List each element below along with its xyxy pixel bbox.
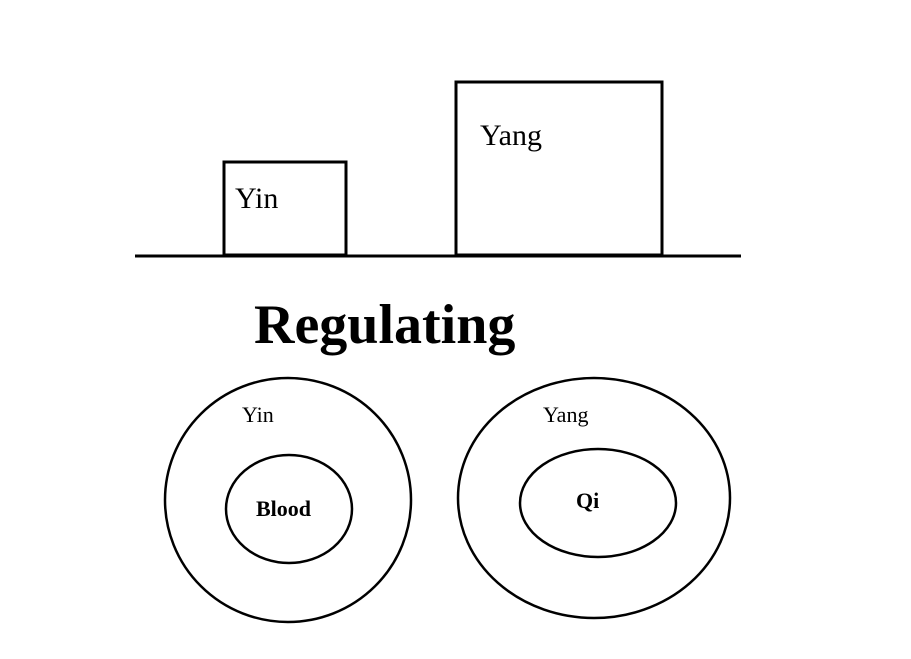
- yin-outer-label: Yin: [242, 402, 274, 427]
- blood-label: Blood: [256, 496, 311, 521]
- yang-box: [454, 80, 664, 257]
- yin-box: [222, 160, 348, 257]
- yin-outer-circle: [163, 376, 413, 624]
- qi-inner-circle: [518, 447, 678, 559]
- blood-inner-circle: [224, 453, 354, 565]
- yang-outer-label: Yang: [543, 402, 588, 427]
- yin-box-label: Yin: [235, 182, 278, 215]
- qi-label: Qi: [576, 488, 599, 513]
- yang-outer-circle: [456, 376, 732, 620]
- yang-box-label: Yang: [480, 119, 542, 152]
- regulating-title: Regulating: [254, 294, 515, 356]
